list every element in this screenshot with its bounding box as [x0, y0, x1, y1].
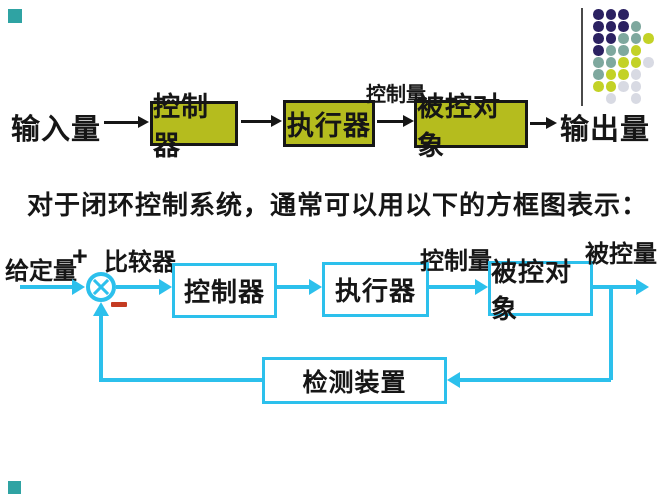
decor-dot: [605, 69, 616, 80]
arrow-right-icon: [159, 279, 172, 295]
dot-grid: [593, 9, 663, 109]
controller-block-label: 控制器: [183, 277, 265, 307]
decor-dot: [605, 33, 616, 44]
decor-dot: [618, 21, 629, 32]
actuator-block-closed: 执行器: [322, 262, 429, 317]
signal-line: [429, 285, 475, 289]
decor-dot: [605, 21, 616, 32]
controller-block-closed: 控制器: [172, 263, 277, 318]
arrow-right-icon: [403, 115, 414, 127]
decor-dot: [593, 9, 604, 20]
decor-dot: [618, 57, 629, 68]
arrow-line: [241, 120, 272, 123]
feedback-line: [459, 378, 611, 382]
arrow-right-icon: [271, 115, 282, 127]
decor-dot: [605, 45, 616, 56]
divider-line: [581, 8, 583, 106]
controller-block-open: 控制器: [150, 92, 238, 161]
arrow-right-icon: [546, 117, 557, 129]
decor-dot: [618, 81, 629, 92]
decor-dot: [605, 81, 616, 92]
detector-block-label: 检测装置: [302, 368, 407, 397]
decor-dot: [618, 69, 629, 80]
decor-dot: [605, 9, 616, 20]
input-quantity-label: 输入量: [11, 114, 102, 146]
decor-dot: [593, 45, 604, 56]
plus-sign: +: [72, 241, 88, 271]
actuator-block-label: 执行器: [287, 111, 371, 141]
plant-block-label: 被控对象: [491, 256, 573, 324]
decor-dot: [618, 9, 629, 20]
arrow-right-icon: [309, 279, 322, 295]
arrow-right-icon: [138, 116, 149, 128]
decor-dot: [630, 33, 641, 44]
decor-dot: [593, 33, 604, 44]
decor-dot: [593, 21, 604, 32]
setpoint-label: 给定量: [5, 258, 77, 285]
feedback-line: [609, 287, 613, 380]
feedback-line: [99, 378, 262, 382]
corner-accent-square-top: [8, 9, 22, 23]
actuator-block-open: 执行器: [283, 100, 375, 147]
decor-dot: [630, 93, 641, 104]
signal-line: [116, 285, 159, 289]
minus-sign: [111, 302, 127, 307]
decor-dot: [630, 21, 641, 32]
control-signal-label-open: 控制量: [366, 84, 426, 106]
decor-dot: [630, 81, 641, 92]
arrow-right-icon: [475, 279, 488, 295]
arrow-left-icon: [447, 372, 460, 388]
feedback-line: [99, 316, 103, 380]
decor-dot: [593, 81, 604, 92]
decor-dot: [630, 57, 641, 68]
decor-dot: [618, 45, 629, 56]
decor-dot: [605, 57, 616, 68]
decor-dot: [643, 33, 654, 44]
caption-text: 对于闭环控制系统，通常可以用以下的方框图表示：: [27, 190, 649, 220]
control-signal-label-closed: 控制量: [420, 248, 492, 275]
arrow-line: [530, 122, 547, 125]
arrow-line: [104, 121, 139, 124]
decor-dot: [593, 69, 604, 80]
output-quantity-label: 输出量: [560, 114, 651, 146]
feedback-line: [20, 285, 72, 289]
plant-block-label: 被控对象: [417, 92, 501, 161]
actuator-block-label: 执行器: [334, 276, 416, 306]
signal-line: [277, 285, 309, 289]
corner-accent-square-bottom: [8, 481, 21, 494]
decor-dot: [618, 33, 629, 44]
controller-block-label: 控制器: [153, 91, 209, 161]
decor-dot: [605, 93, 616, 104]
arrow-line: [377, 120, 404, 123]
plant-block-open: 被控对象: [414, 92, 528, 161]
arrow-right-icon: [72, 279, 85, 295]
comparator-label: 比较器: [104, 249, 176, 276]
summing-junction-icon: [86, 272, 116, 302]
signal-line: [593, 285, 636, 289]
arrow-up-icon: [93, 302, 109, 316]
arrow-right-icon: [636, 279, 649, 295]
decor-dot: [630, 45, 641, 56]
detector-block: 检测装置: [262, 357, 447, 404]
decor-dot: [593, 57, 604, 68]
controlled-signal-label: 被控量: [585, 241, 657, 268]
decor-dot: [630, 69, 641, 80]
decor-dot: [643, 57, 654, 68]
plant-block-closed: 被控对象: [488, 257, 593, 324]
